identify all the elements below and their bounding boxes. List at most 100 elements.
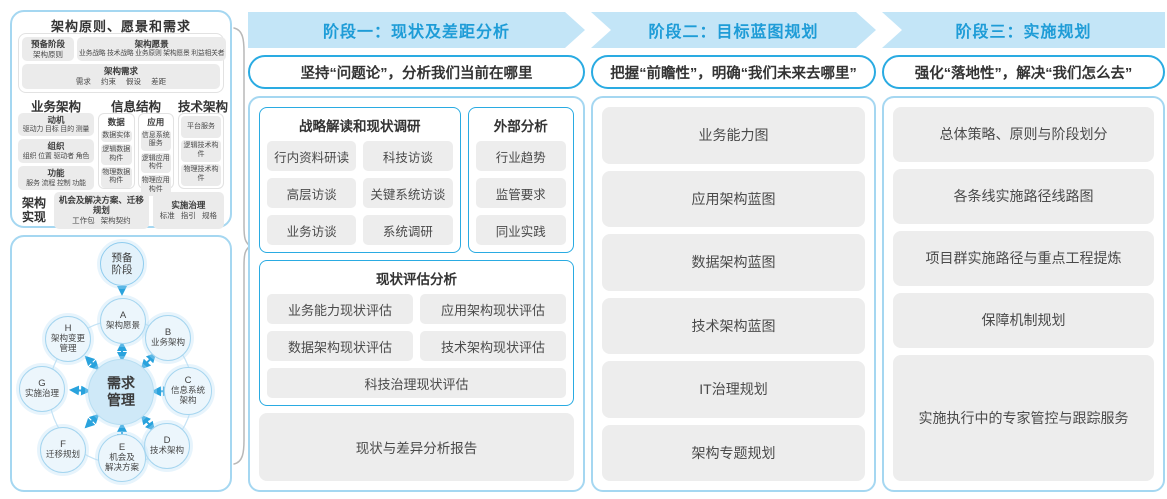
assessment-item: 业务能力现状评估 — [267, 294, 413, 324]
vision-title: 架构愿景 — [134, 39, 169, 50]
technology-arch-header: 技术架构 — [178, 99, 229, 114]
technology-arch-column: 平台服务 逻辑技术构件 物理技术构件 — [178, 112, 224, 189]
application-header: 应用 — [147, 116, 165, 127]
application-item: 物理应用构件 — [140, 175, 171, 197]
phase1-top-row: 战略解读和现状调研 行内资料研读 科技访谈 高层访谈 关键系统访谈 业务访谈 系… — [259, 107, 574, 253]
assessment-items: 业务能力现状评估 应用架构现状评估 数据架构现状评估 技术架构现状评估 科技治理… — [267, 294, 566, 398]
adm-center-circle: 需求 管理 — [88, 359, 154, 425]
adm-circle-a: A 架构愿景 — [100, 298, 146, 344]
assessment-item: 技术架构现状评估 — [420, 331, 566, 361]
prep-vision-row: 预备阶段 架构原则 架构愿景 业务战略 技术战略 业务原则 架构愿景 利益相关者 — [22, 37, 227, 62]
data-item: 数据实体 — [101, 129, 132, 143]
adm-circle-f: F 迁移规划 — [40, 427, 86, 473]
function-box: 功能 服务 流程 控制 功能 — [18, 166, 94, 190]
opportunities-title: 机会及解决方案、迁移规划 — [58, 194, 144, 216]
phase3-tall-item: 实施执行中的专家管控与跟踪服务 — [893, 354, 1154, 481]
implementation-governance-box: 实施治理 标准 指引 规格 — [152, 191, 224, 229]
architecture-requirements-box: 架构需求 需求 约束 假设 差距 — [22, 64, 220, 89]
data-sub-column: 数据 数据实体 逻辑数据构件 物理数据构件 — [98, 112, 135, 189]
external-item: 监管要求 — [475, 178, 566, 208]
research-items: 行内资料研读 科技访谈 高层访谈 关键系统访谈 业务访谈 系统调研 — [267, 141, 453, 245]
adm-letter: B — [164, 326, 172, 338]
research-item: 行内资料研读 — [267, 141, 357, 171]
adm-cycle-panel: 预备 阶段 A 架构愿景 B 业务架构 C 信息系统 架构 D 技术架构 E 机… — [10, 235, 232, 492]
realization-label: 架构实现 — [21, 195, 46, 225]
organization-title: 组织 — [47, 141, 65, 152]
adm-label: 业务架构 — [150, 337, 185, 348]
phase3-title: 阶段三：实施规划 — [955, 24, 1092, 41]
motivation-title: 动机 — [47, 114, 65, 125]
adm-label: 迁移规划 — [45, 449, 80, 460]
phase3-content: 总体策略、原则与阶段划分 各条线实施路径线路图 项目群实施路径与重点工程提炼 保… — [882, 96, 1165, 492]
research-title: 战略解读和现状调研 — [299, 119, 421, 134]
prep-phase-title: 预备阶段 — [30, 39, 65, 49]
phase2-subtitle-box: 把握“前瞻性”，明确“我们未来去哪里” — [591, 55, 876, 89]
architecture-domain-headers: 业务架构 信息结构 技术架构 — [18, 96, 229, 114]
phase3-subtitle-box: 强化“落地性”，解决“我们怎么去” — [882, 55, 1165, 89]
organization-items: 组织 位置 驱动者 角色 — [22, 153, 90, 161]
adm-letter: H — [64, 323, 72, 335]
phase3-item: 保障机制规划 — [893, 292, 1154, 348]
business-arch-header: 业务架构 — [30, 99, 81, 114]
assessment-item: 数据架构现状评估 — [267, 331, 413, 361]
phase2-item: 技术架构蓝图 — [602, 297, 865, 354]
external-title: 外部分析 — [493, 119, 548, 134]
business-arch-column: 动机 驱动力 目标 目的 测量 组织 组织 位置 驱动者 角色 功能 服务 流程… — [18, 112, 94, 190]
phase3-item: 项目群实施路径与重点工程提炼 — [893, 230, 1154, 286]
research-item: 关键系统访谈 — [363, 178, 453, 208]
information-structure-header: 信息结构 — [110, 99, 161, 114]
adm-label: 机会及 解决方案 — [104, 452, 139, 473]
application-item: 信息系统服务 — [140, 129, 171, 151]
organization-box: 组织 组织 位置 驱动者 角色 — [18, 139, 94, 164]
opportunities-migration-box: 机会及解决方案、迁移规划 工作包 架构契约 — [54, 191, 149, 229]
adm-label: 架构愿景 — [105, 320, 140, 331]
adm-circle-b: B 业务架构 — [145, 315, 191, 361]
adm-letter: F — [60, 438, 66, 450]
phase2-subtitle: 把握“前瞻性”，明确“我们未来去哪里” — [610, 65, 857, 82]
application-sub-column: 应用 信息系统服务 逻辑应用构件 物理应用构件 — [137, 112, 174, 197]
prep-phase-box: 预备阶段 架构原则 — [22, 37, 74, 62]
phase2-item: 应用架构蓝图 — [602, 170, 865, 227]
adm-letter: C — [184, 375, 192, 387]
architecture-vision-box: 架构愿景 业务战略 技术战略 业务原则 架构愿景 利益相关者 — [77, 37, 227, 62]
data-item: 逻辑数据构件 — [101, 144, 132, 165]
adm-circle-c: C 信息系统 架构 — [164, 367, 212, 415]
requirements-items: 需求 约束 假设 差距 — [75, 77, 167, 86]
external-items: 行业趋势 监管要求 同业实践 — [475, 141, 566, 245]
center-g-arrow — [69, 385, 91, 396]
adm-prep-label: 预备 阶段 — [111, 251, 133, 276]
information-structure-column: 数据 数据实体 逻辑数据构件 物理数据构件 应用 信息系统服务 逻辑应用构件 物… — [98, 112, 174, 197]
technology-item: 逻辑技术构件 — [181, 139, 221, 162]
technology-sub-column: 平台服务 逻辑技术构件 物理技术构件 — [178, 112, 224, 189]
motivation-items: 驱动力 目标 目的 测量 — [22, 126, 90, 134]
assessment-title: 现状评估分析 — [376, 272, 457, 287]
governance-items: 标准 指引 规格 — [159, 210, 217, 220]
adm-prep-circle: 预备 阶段 — [100, 242, 144, 286]
phase2-item: 数据架构蓝图 — [602, 234, 865, 291]
assessment-item: 应用架构现状评估 — [420, 294, 566, 324]
data-item: 物理数据构件 — [101, 166, 132, 188]
function-title: 功能 — [47, 168, 65, 179]
phase2-item: IT治理规划 — [602, 361, 865, 418]
data-header: 数据 — [107, 116, 125, 127]
adm-circle-g: G 实施治理 — [19, 366, 65, 412]
adm-label: 技术架构 — [149, 445, 184, 456]
governance-title: 实施治理 — [171, 200, 206, 211]
adm-label: 实施治理 — [24, 388, 59, 399]
vision-requirements-group: 预备阶段 架构原则 架构愿景 业务战略 技术战略 业务原则 架构愿景 利益相关者… — [18, 33, 227, 93]
adm-letter: D — [163, 434, 171, 446]
architecture-framework-panel: 架构原则、愿景和需求 预备阶段 架构原则 架构愿景 业务战略 技术战略 业务原则… — [10, 10, 232, 229]
research-item: 科技访谈 — [363, 141, 453, 171]
adm-circle-h: H 架构变更 管理 — [45, 316, 91, 362]
adm-label: 架构变更 管理 — [50, 333, 85, 354]
phase1-subtitle: 坚持“问题论”，分析我们当前在哪里 — [300, 65, 533, 82]
phase2-item: 架构专题规划 — [602, 424, 865, 481]
application-item: 逻辑应用构件 — [140, 152, 171, 174]
research-box: 战略解读和现状调研 行内资料研读 科技访谈 高层访谈 关键系统访谈 业务访谈 系… — [259, 107, 461, 253]
phase1-title: 阶段一：现状及差距分析 — [322, 24, 510, 41]
phase3-band: 阶段三：实施规划 — [882, 12, 1165, 48]
phase1-content: 战略解读和现状调研 行内资料研读 科技访谈 高层访谈 关键系统访谈 业务访谈 系… — [248, 96, 585, 492]
technology-item: 物理技术构件 — [181, 163, 221, 186]
gap-analysis-report-box: 现状与差异分析报告 — [259, 413, 574, 481]
prep-phase-sub: 架构原则 — [33, 49, 63, 59]
